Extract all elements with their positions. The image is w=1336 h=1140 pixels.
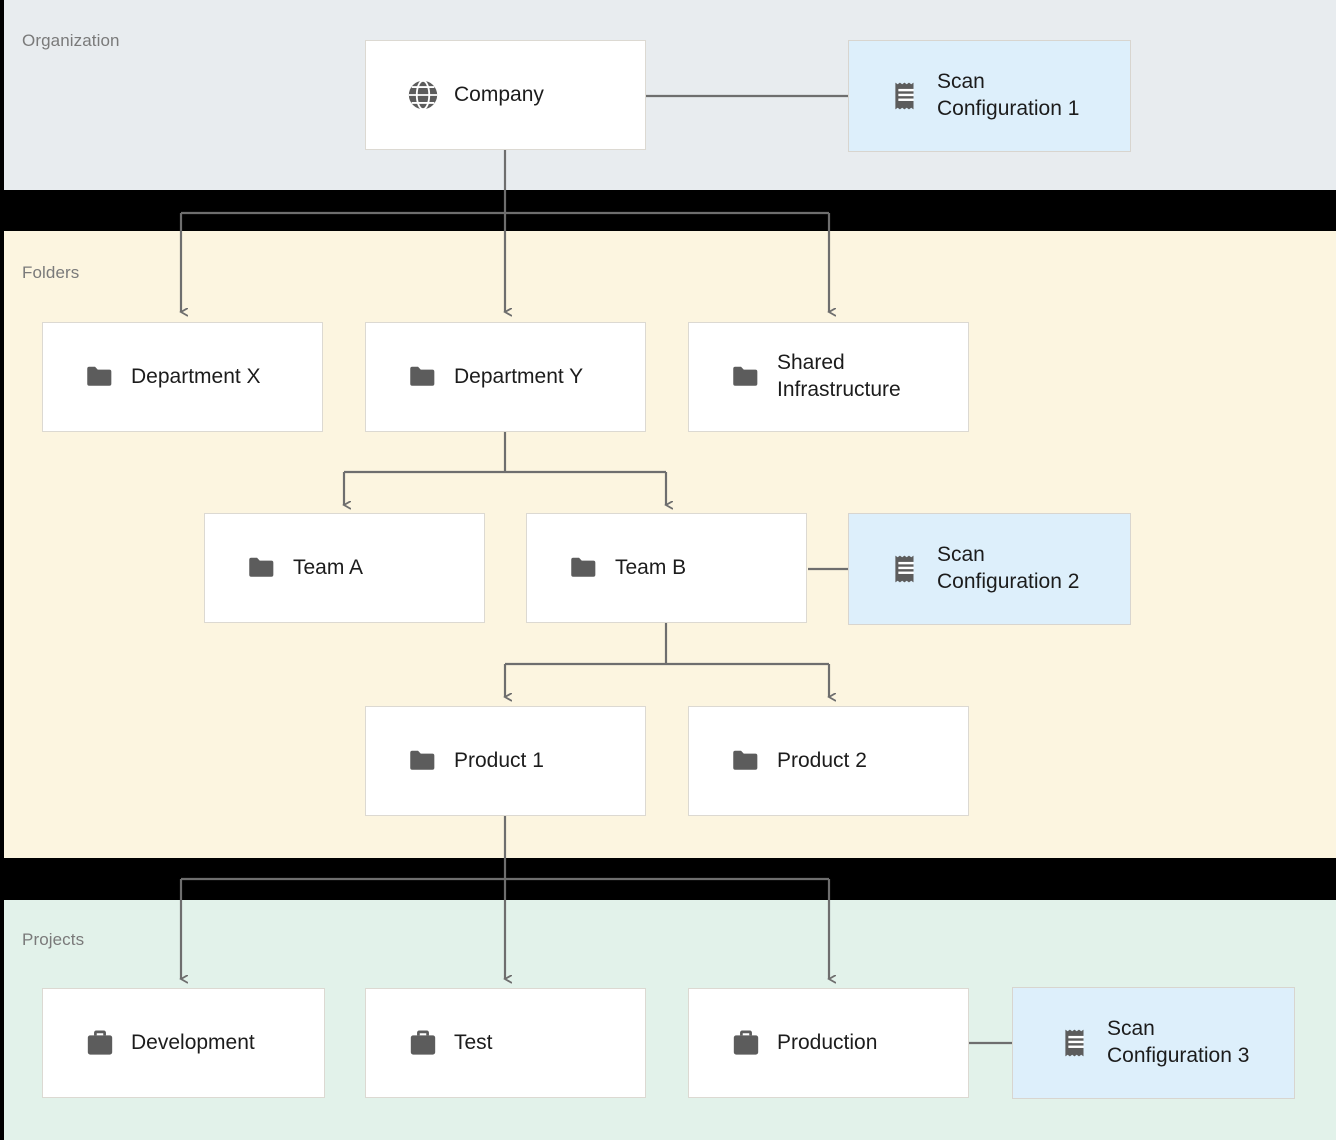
- band-label-organization: Organization: [22, 31, 120, 50]
- node-production[interactable]: Production: [688, 988, 969, 1098]
- node-label: Department X: [131, 364, 261, 388]
- node-product-1[interactable]: Product 1: [365, 706, 646, 816]
- node-label: Product 1: [454, 748, 544, 772]
- briefcase-icon: [406, 1026, 440, 1060]
- node-product-2[interactable]: Product 2: [688, 706, 969, 816]
- node-team-a[interactable]: Team A: [204, 513, 485, 623]
- node-label: Development: [131, 1030, 255, 1054]
- node-development[interactable]: Development: [42, 988, 325, 1098]
- folder-icon: [729, 744, 763, 778]
- node-label: Test: [454, 1030, 493, 1054]
- scan-config-icon: [889, 79, 923, 113]
- folder-icon: [83, 360, 117, 394]
- briefcase-icon: [729, 1026, 763, 1060]
- node-scan-configuration-2[interactable]: Scan Configuration 2: [848, 513, 1131, 625]
- folder-icon: [245, 551, 279, 585]
- node-label: Scan Configuration 3: [1107, 1017, 1250, 1067]
- folder-icon: [729, 360, 763, 394]
- band-organization: [4, 0, 1336, 190]
- band-label-folders: Folders: [22, 263, 80, 282]
- scan-config-icon: [1059, 1026, 1093, 1060]
- node-scan-configuration-3[interactable]: Scan Configuration 3: [1012, 987, 1295, 1099]
- node-team-b[interactable]: Team B: [526, 513, 807, 623]
- node-company[interactable]: Company: [365, 40, 646, 150]
- node-label: Team B: [615, 555, 687, 579]
- folder-icon: [406, 360, 440, 394]
- node-scan-configuration-1[interactable]: Scan Configuration 1: [848, 40, 1131, 152]
- node-department-x[interactable]: Department X: [42, 322, 323, 432]
- folder-icon: [567, 551, 601, 585]
- node-label: Department Y: [454, 364, 584, 388]
- folder-icon: [406, 744, 440, 778]
- node-shared-infrastructure[interactable]: Shared Infrastructure: [688, 322, 969, 432]
- node-label: Shared Infrastructure: [777, 351, 901, 401]
- node-label: Production: [777, 1030, 878, 1054]
- scan-config-icon: [889, 552, 923, 586]
- briefcase-icon: [83, 1026, 117, 1060]
- node-label: Team A: [293, 555, 364, 579]
- node-label: Product 2: [777, 748, 867, 772]
- node-label: Scan Configuration 1: [937, 70, 1080, 120]
- node-department-y[interactable]: Department Y: [365, 322, 646, 432]
- node-label: Scan Configuration 2: [937, 543, 1080, 593]
- band-label-projects: Projects: [22, 930, 85, 949]
- node-label: Company: [454, 82, 544, 106]
- globe-icon: [406, 78, 440, 112]
- node-test[interactable]: Test: [365, 988, 646, 1098]
